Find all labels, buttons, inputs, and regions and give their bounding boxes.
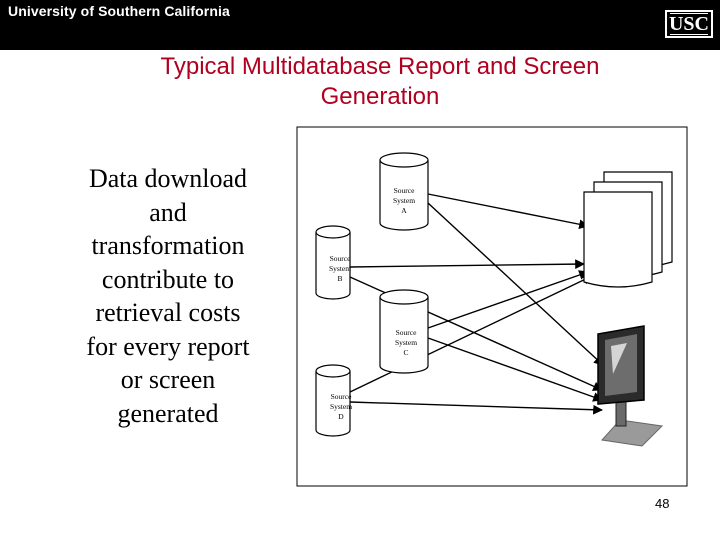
slide-title-line-1: Typical Multidatabase Report and Screen bbox=[160, 53, 600, 80]
database-cylinder-icon bbox=[379, 152, 429, 231]
monitor-screen bbox=[605, 334, 637, 396]
body-line: or screen bbox=[120, 365, 216, 394]
source-label-b-line1: Source bbox=[330, 254, 351, 263]
monitor-icon bbox=[597, 325, 664, 447]
arrow-d-to-monitor bbox=[349, 401, 603, 415]
database-cylinder-icon bbox=[379, 289, 429, 374]
page-number: 48 bbox=[655, 496, 670, 511]
body-line: generated bbox=[117, 398, 219, 428]
logo-bottom-rule bbox=[670, 34, 708, 35]
screen-glare bbox=[611, 343, 627, 374]
body-line: Data download bbox=[88, 164, 248, 193]
arrow-d-to-reports bbox=[349, 275, 593, 393]
university-name: University of Southern California bbox=[8, 3, 230, 19]
arrow-c-to-reports bbox=[427, 270, 589, 329]
source-label-b-line2: System bbox=[329, 264, 351, 273]
source-label-a-line3: A bbox=[401, 206, 407, 215]
slide-body-text: Data download and transformation contrib… bbox=[58, 162, 278, 430]
body-line: contribute to bbox=[101, 264, 235, 294]
slide-title-line-2: Generation bbox=[320, 83, 440, 110]
arrow-a-to-monitor bbox=[427, 202, 604, 366]
arrow-c-to-monitor bbox=[427, 337, 603, 402]
report-documents-icon bbox=[583, 171, 673, 288]
usc-logo: USC bbox=[665, 10, 713, 38]
body-line: retrieval costs bbox=[95, 298, 241, 327]
source-label-c-line1: Source bbox=[396, 328, 417, 337]
body-line: for every report bbox=[86, 331, 250, 361]
arrow-a-to-reports bbox=[427, 193, 589, 230]
arrow-b-to-reports bbox=[349, 259, 585, 270]
source-label-d-line3: D bbox=[338, 412, 344, 421]
body-line: and bbox=[149, 197, 187, 227]
database-cylinder-icon bbox=[315, 225, 351, 300]
source-label-d-line2: System bbox=[330, 402, 352, 411]
source-label-d-line1: Source bbox=[331, 392, 352, 401]
source-label-a-line1: Source bbox=[394, 186, 415, 195]
database-cylinder-icon bbox=[315, 364, 351, 437]
slide-title: Typical Multidatabase Report and Screen … bbox=[60, 52, 700, 112]
source-label-a-line2: System bbox=[393, 196, 415, 205]
report-page-front bbox=[583, 191, 653, 288]
logo-top-rule bbox=[670, 13, 708, 14]
source-label-b-line3: B bbox=[337, 274, 342, 283]
source-label-c-line3: C bbox=[403, 348, 408, 357]
logo-text: USC bbox=[668, 13, 709, 35]
header-bar: University of Southern California USC bbox=[0, 0, 720, 50]
body-line: transformation bbox=[91, 231, 245, 260]
source-label-c-line2: System bbox=[395, 338, 417, 347]
